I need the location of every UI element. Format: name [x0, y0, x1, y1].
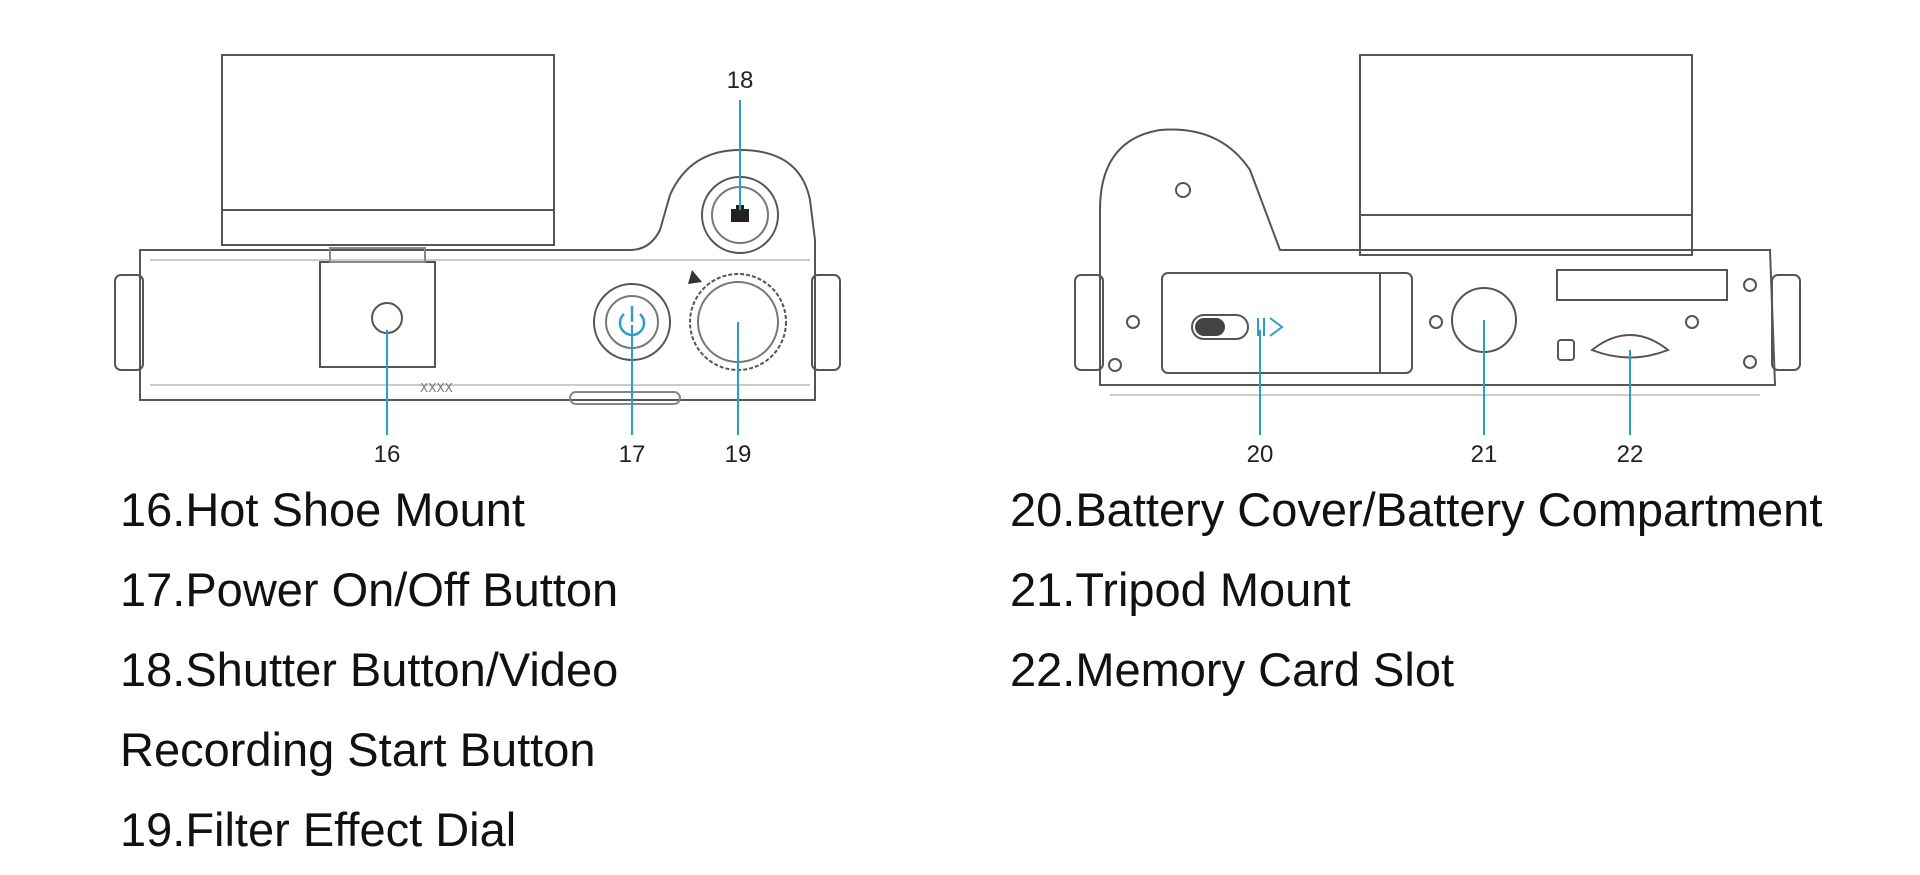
left-callout-leaders [386, 100, 741, 435]
callout-21: 21 [1471, 441, 1498, 468]
camera-top-view: XXXX [114, 54, 841, 405]
camera-body-top [139, 148, 816, 401]
part-20: 20.Battery Cover/Battery Compartment [1010, 483, 1823, 536]
part-17: 17.Power On/Off Button [120, 563, 619, 616]
callout-17: 17 [619, 441, 646, 468]
callout-19: 19 [725, 441, 752, 468]
part-18-continued: Recording Start Button [120, 723, 596, 776]
battery-cover [1161, 272, 1413, 374]
camera-body-bottom [1099, 128, 1777, 386]
strap-lug-right-b [1771, 274, 1801, 371]
part-16: 16.Hot Shoe Mount [120, 483, 525, 536]
right-callout-leaders [1259, 320, 1631, 435]
part-19: 19.Filter Effect Dial [120, 803, 517, 856]
callout-20: 20 [1247, 441, 1274, 468]
svg-text:XXXX: XXXX [420, 381, 453, 395]
part-22: 22.Memory Card Slot [1010, 643, 1455, 696]
parts-list-right: 20.Battery Cover/Battery Compartment 21.… [1010, 470, 1822, 710]
lens-barrel-bottom [1359, 54, 1693, 256]
callout-16: 16 [374, 441, 401, 468]
part-21: 21.Tripod Mount [1010, 563, 1351, 616]
memory-card-slot [1590, 334, 1670, 359]
lens-barrel [221, 54, 555, 246]
camera-diagrams: XXXX 16 17 18 19 [114, 54, 1801, 468]
callout-18: 18 [727, 67, 754, 94]
parts-list-left: 16.Hot Shoe Mount 17.Power On/Off Button… [120, 470, 618, 870]
strap-lug-left-b [1074, 274, 1104, 371]
callout-22: 22 [1617, 441, 1644, 468]
strap-lug-right [811, 274, 841, 371]
camera-bottom-view [1074, 54, 1801, 396]
strap-lug-left [114, 274, 144, 371]
part-18: 18.Shutter Button/Video [120, 643, 619, 696]
hot-shoe-mount [319, 261, 436, 368]
